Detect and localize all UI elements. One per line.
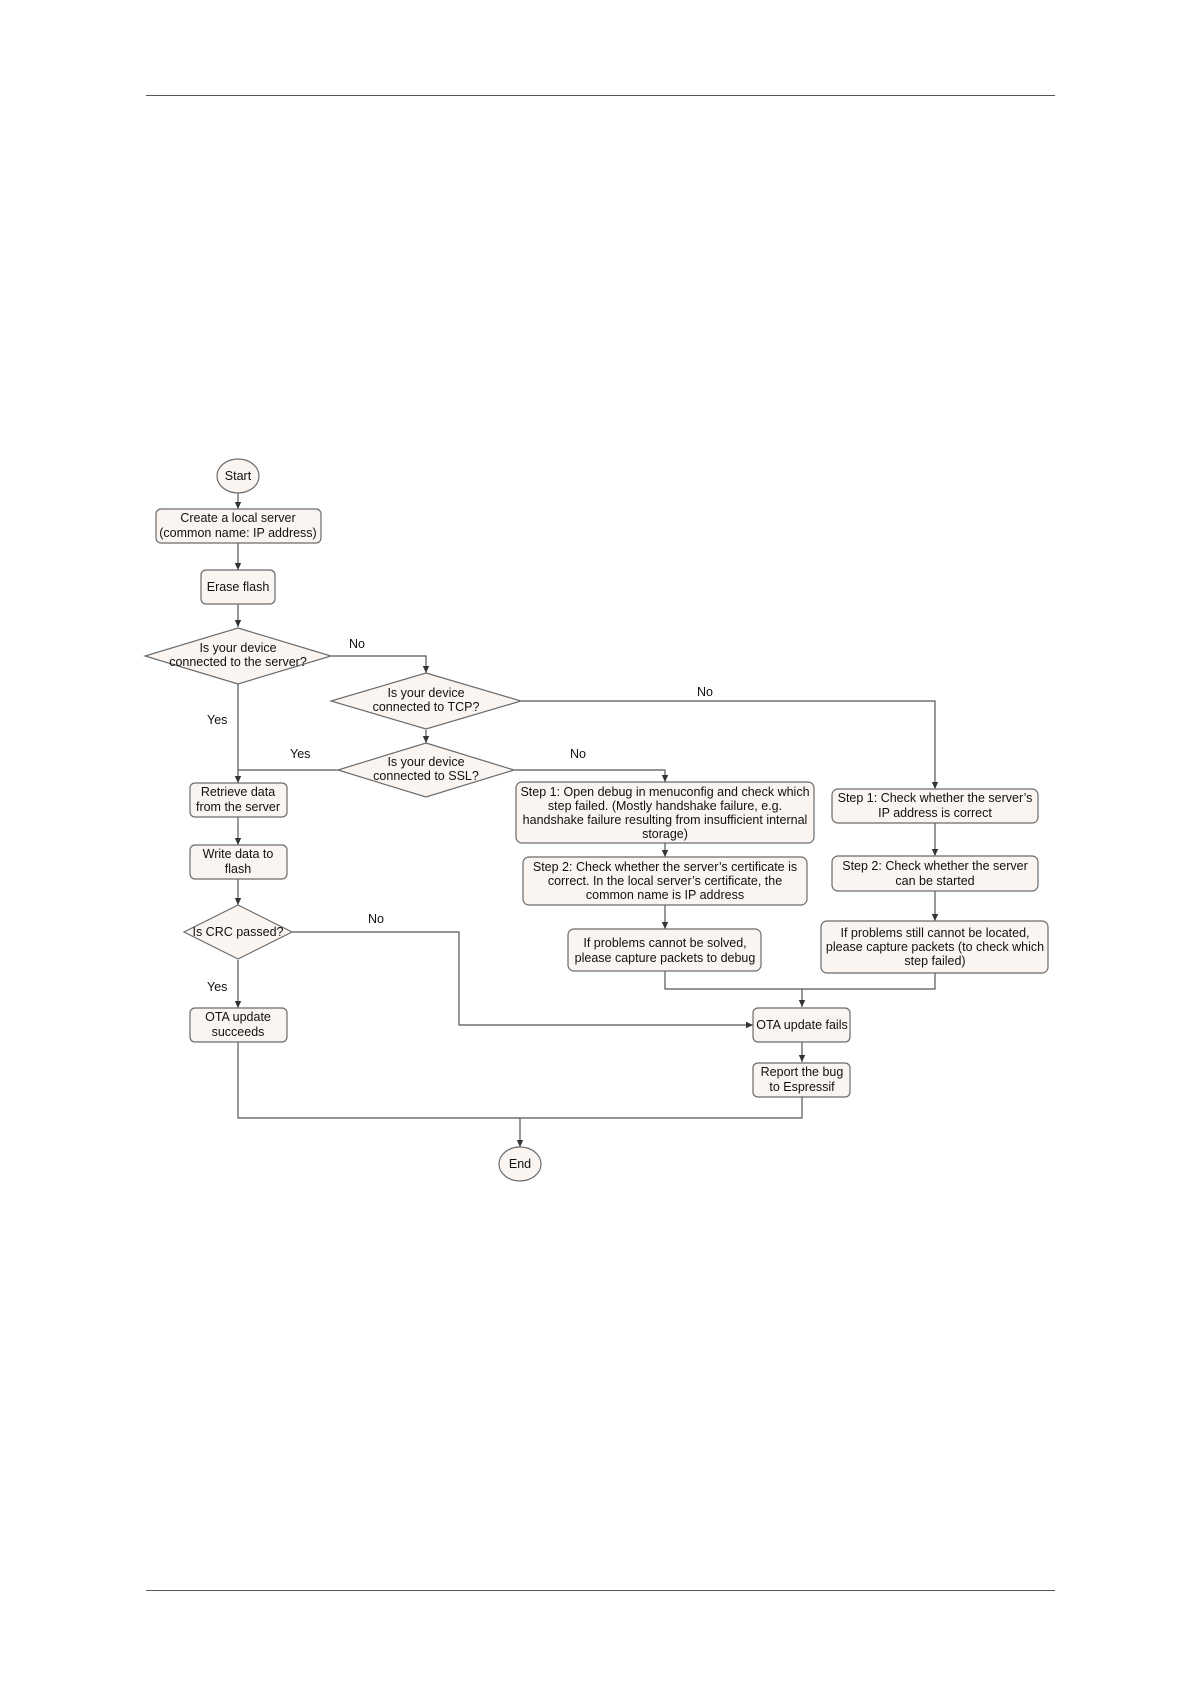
node-q-ssl-line-2: connected to SSL? <box>373 769 479 783</box>
node-ssl-step2-line-1: Step 2: Check whether the server’s certi… <box>533 860 797 874</box>
node-tcp-step2-line-2: can be started <box>895 874 974 888</box>
node-retrieve: Retrieve data from the server <box>189 782 288 818</box>
node-q-ssl: Is your device connected to SSL? <box>335 742 517 798</box>
node-report-line-2: to Espressif <box>769 1080 835 1094</box>
node-ota-success-line-1: OTA update <box>205 1010 271 1024</box>
node-tcp-capture-line-2: please capture packets (to check which <box>826 940 1044 954</box>
node-tcp-capture-line-3: step failed) <box>904 954 965 968</box>
node-tcp-capture: If problems still cannot be located, ple… <box>820 920 1049 974</box>
node-erase-flash: Erase flash <box>200 569 276 605</box>
node-ota-success: OTA update succeeds <box>189 1007 288 1043</box>
edge-captures-fail <box>664 971 936 1007</box>
node-create-server-line-1: Create a local server <box>180 511 295 525</box>
footer-rule <box>146 1590 1055 1591</box>
node-write-flash: Write data to flash <box>189 844 288 880</box>
node-q-server-line-1: Is your device <box>199 641 276 655</box>
node-q-tcp-line-1: Is your device <box>387 686 464 700</box>
node-tcp-step1-line-2: IP address is correct <box>878 806 992 820</box>
node-erase-flash-label: Erase flash <box>207 580 270 594</box>
edge-qserver-qtcp <box>331 655 430 673</box>
edge-labels: No Yes No Yes No No Yes <box>207 637 713 994</box>
node-q-crc: Is CRC passed? <box>182 904 294 960</box>
node-ota-success-line-2: succeeds <box>212 1025 265 1039</box>
edge-qssl-sslstep1 <box>514 769 669 782</box>
node-create-server-line-2: (common name: IP address) <box>159 526 316 540</box>
node-start: Start <box>216 458 260 494</box>
node-ssl-capture: If problems cannot be solved, please cap… <box>567 928 762 972</box>
node-ssl-step1-line-4: storage) <box>642 827 688 841</box>
node-q-server: Is your device connected to the server? <box>142 627 334 685</box>
node-ssl-capture-line-2: please capture packets to debug <box>575 951 756 965</box>
node-tcp-step2: Step 2: Check whether the server can be … <box>831 855 1039 892</box>
node-q-ssl-line-1: Is your device <box>387 755 464 769</box>
node-ssl-step1-line-1: Step 1: Open debug in menuconfig and che… <box>520 785 809 799</box>
node-ssl-step1: Step 1: Open debug in menuconfig and che… <box>515 781 815 844</box>
node-tcp-step1: Step 1: Check whether the server’s IP ad… <box>831 788 1039 824</box>
label-server-yes: Yes <box>207 713 227 727</box>
node-create-server: Create a local server (common name: IP a… <box>155 508 322 544</box>
node-ssl-step1-line-2: step failed. (Mostly handshake failure, … <box>548 799 782 813</box>
node-write-flash-line-2: flash <box>225 862 251 876</box>
node-ssl-step2-line-3: common name is IP address <box>586 888 744 902</box>
node-write-flash-line-1: Write data to <box>203 847 274 861</box>
label-crc-yes: Yes <box>207 980 227 994</box>
edge-qcrc-fail <box>292 931 753 1029</box>
label-ssl-no: No <box>570 747 586 761</box>
label-ssl-yes: Yes <box>290 747 310 761</box>
node-report-line-1: Report the bug <box>761 1065 844 1079</box>
node-q-server-line-2: connected to the server? <box>169 655 307 669</box>
edge-success-end <box>237 1042 520 1119</box>
edge-report-end <box>516 1097 803 1147</box>
node-q-tcp: Is your device connected to TCP? <box>328 672 524 730</box>
node-ssl-capture-line-1: If problems cannot be solved, <box>583 936 746 950</box>
label-crc-no: No <box>368 912 384 926</box>
node-retrieve-line-2: from the server <box>196 800 280 814</box>
node-q-tcp-line-2: connected to TCP? <box>373 700 480 714</box>
node-ota-fail-label: OTA update fails <box>756 1018 848 1032</box>
node-end: End <box>498 1146 542 1182</box>
node-ssl-step2-line-2: correct. In the local server’s certifica… <box>548 874 782 888</box>
node-tcp-capture-line-1: If problems still cannot be located, <box>841 926 1030 940</box>
header-rule <box>146 95 1055 96</box>
label-tcp-no: No <box>697 685 713 699</box>
node-tcp-step1-line-1: Step 1: Check whether the server’s <box>838 791 1033 805</box>
node-retrieve-line-1: Retrieve data <box>201 785 275 799</box>
node-report: Report the bug to Espressif <box>752 1062 851 1098</box>
edge-qtcp-tcpstep1 <box>521 700 939 789</box>
node-q-crc-label: Is CRC passed? <box>192 925 283 939</box>
label-server-no: No <box>349 637 365 651</box>
edges <box>234 493 939 1147</box>
node-end-label: End <box>509 1157 531 1171</box>
node-ssl-step1-line-3: handshake failure resulting from insuffi… <box>523 813 808 827</box>
node-ssl-step2: Step 2: Check whether the server’s certi… <box>522 856 808 906</box>
node-tcp-step2-line-1: Step 2: Check whether the server <box>842 859 1028 873</box>
node-start-label: Start <box>225 469 252 483</box>
node-ota-fail: OTA update fails <box>752 1007 851 1043</box>
